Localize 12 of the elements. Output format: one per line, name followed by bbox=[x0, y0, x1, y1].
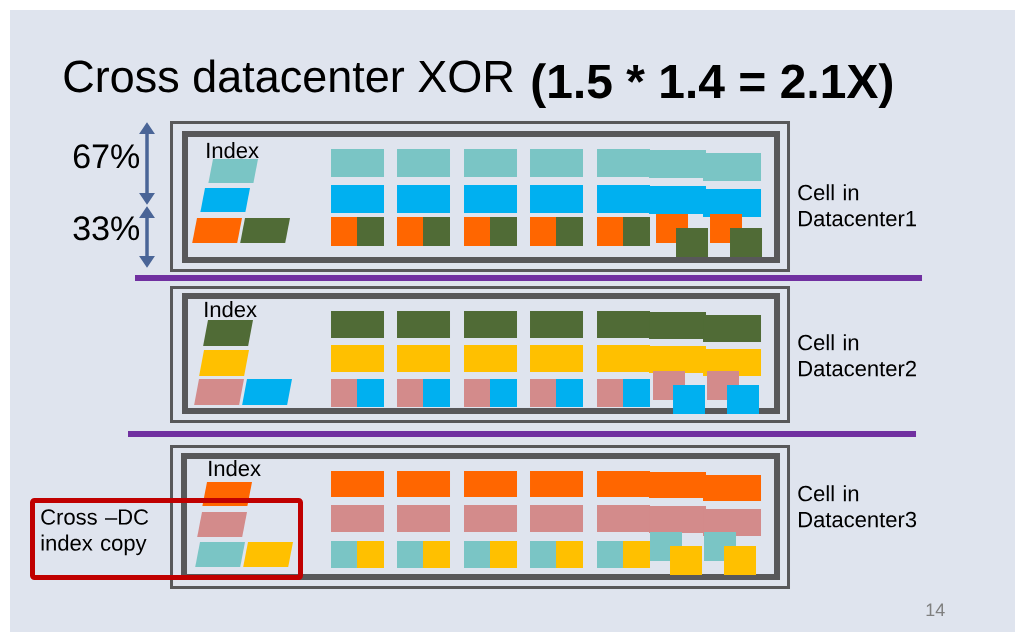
side-caption: Cell in Datacenter1 bbox=[798, 184, 916, 227]
title: Cross datacenter XOR bbox=[64, 59, 513, 93]
callout-box: Cross –DC index copy bbox=[30, 498, 303, 580]
cell-box: Index bbox=[170, 121, 790, 272]
page-number: 14 bbox=[926, 603, 945, 616]
cell-box: Index bbox=[170, 445, 790, 589]
cell-box: Index bbox=[170, 286, 790, 423]
percent-label: 67% bbox=[73, 144, 140, 169]
formula-label: (1.5 * 1.4 = 2.1X) bbox=[532, 63, 892, 108]
side-caption: Cell in Datacenter3 bbox=[798, 485, 917, 528]
percent-label: 33% bbox=[73, 216, 140, 241]
side-caption: Cell in Datacenter2 bbox=[798, 334, 916, 377]
